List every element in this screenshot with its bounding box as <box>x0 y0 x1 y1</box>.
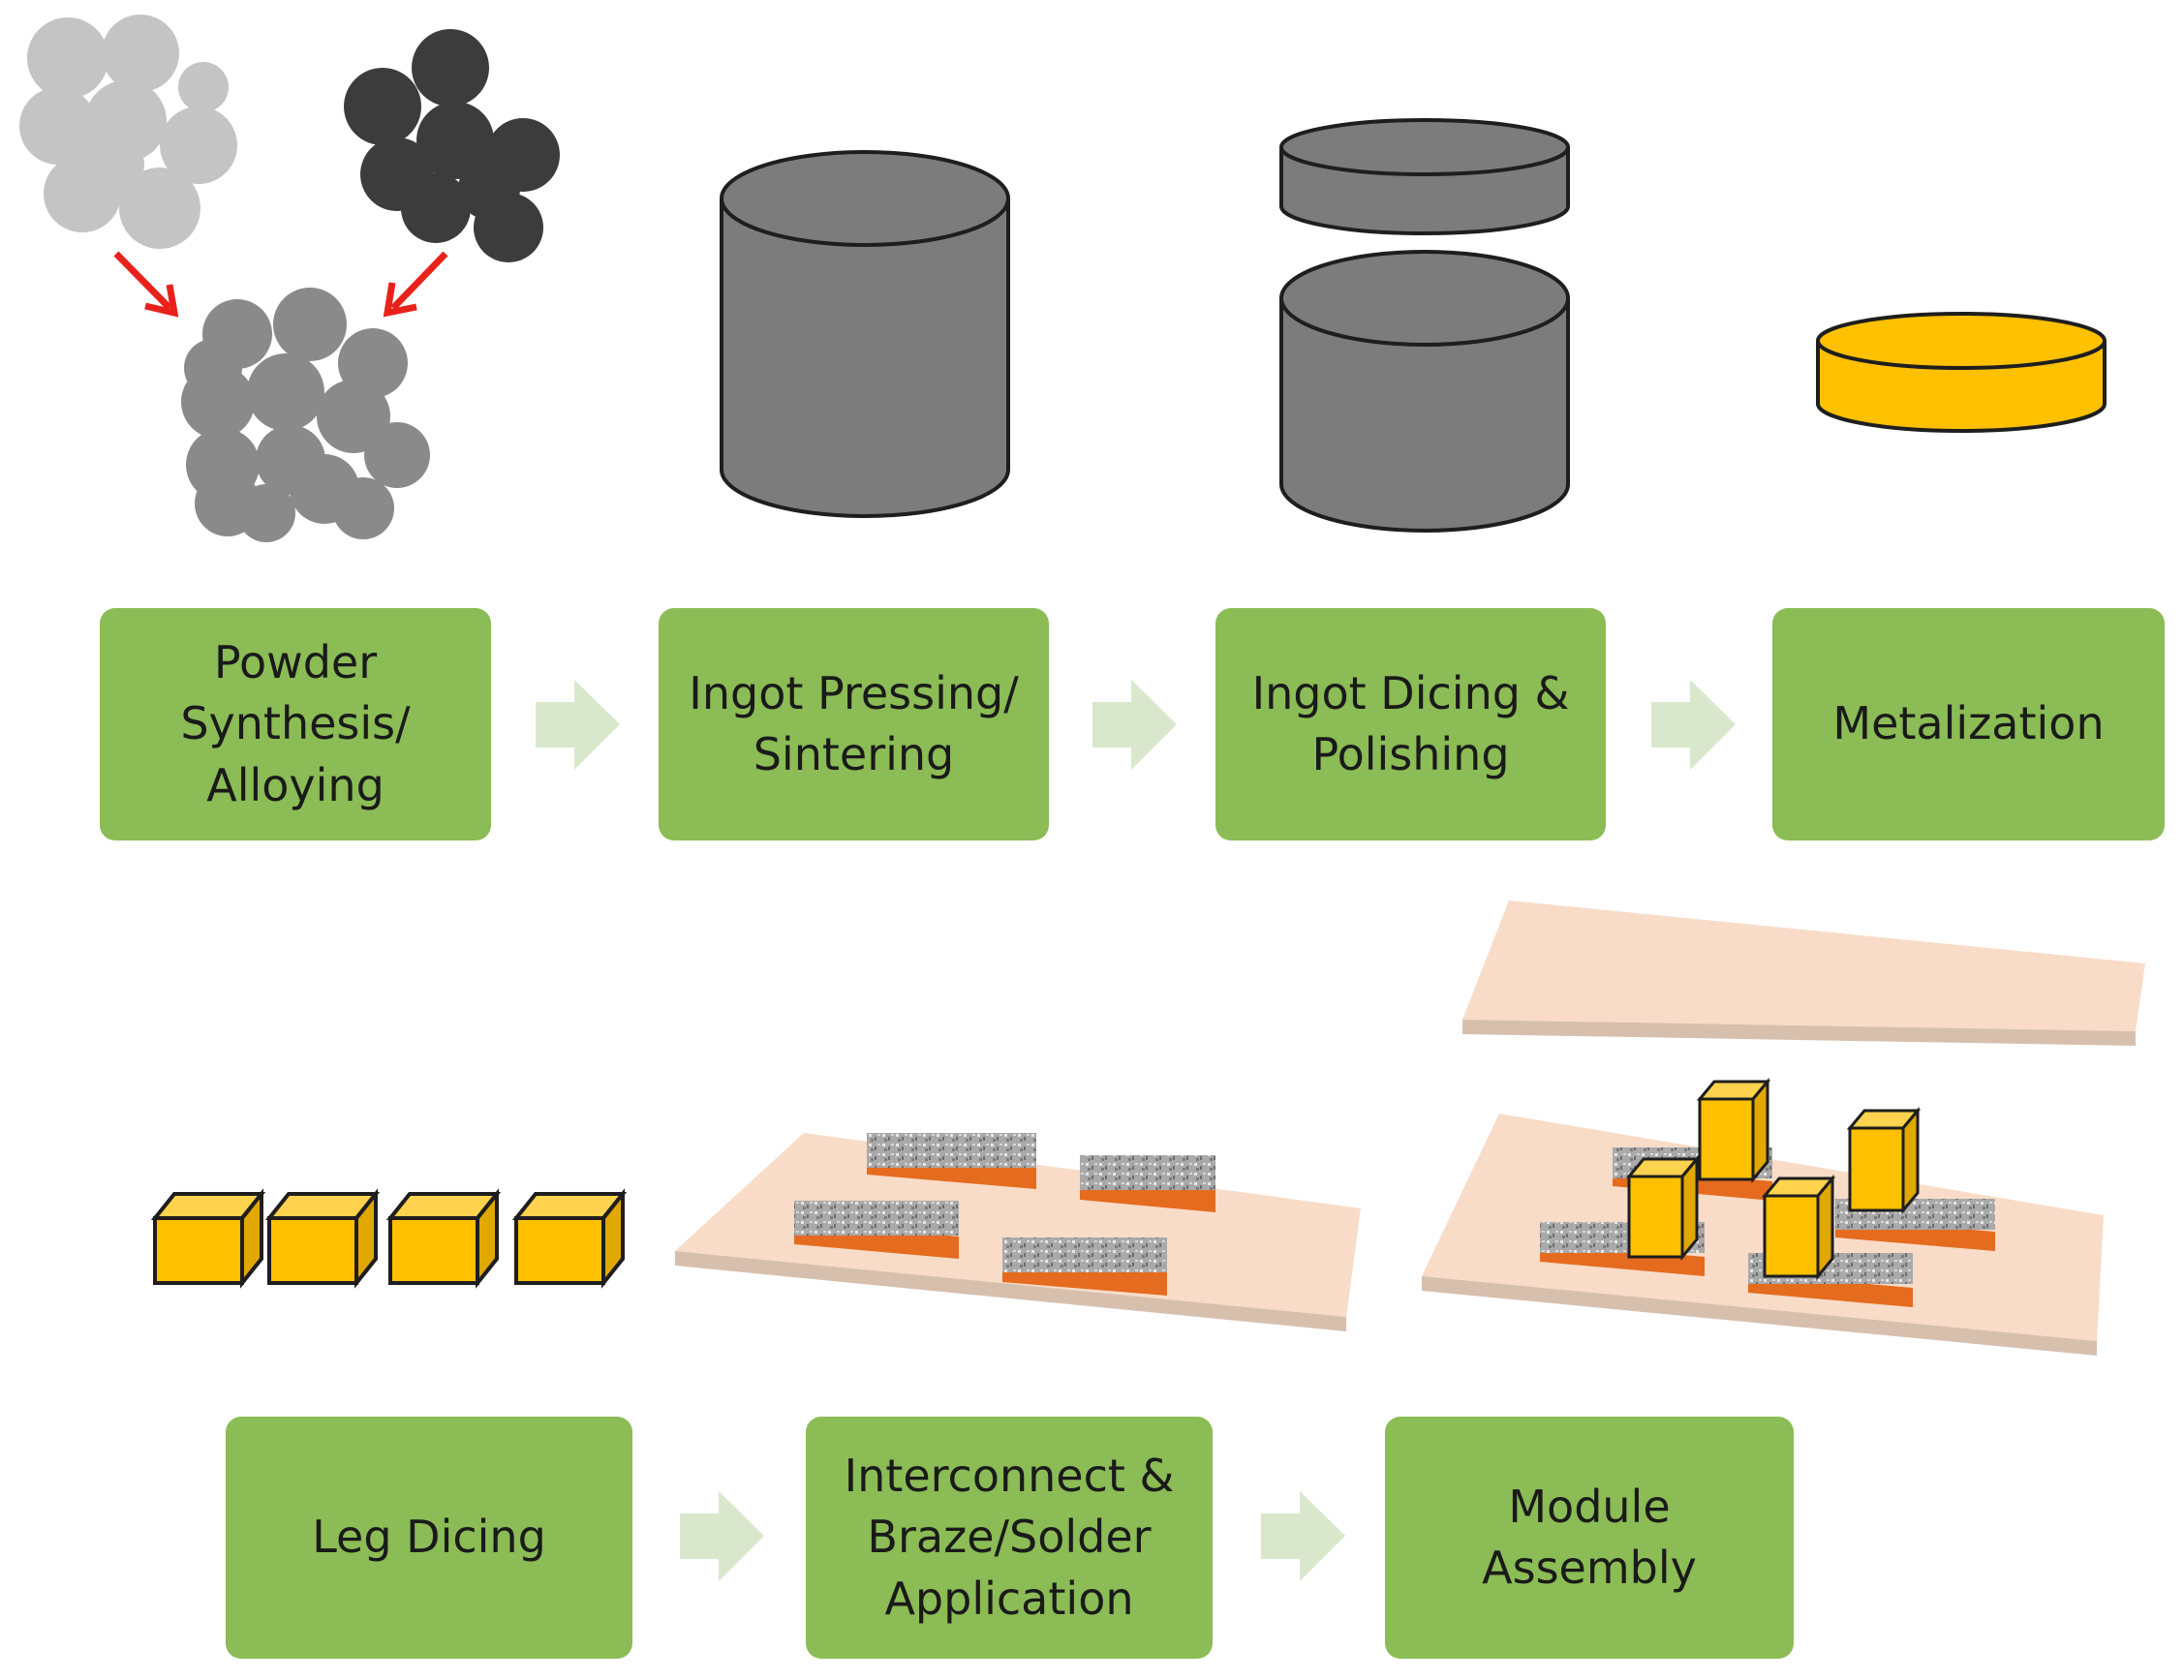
leg-cubes-icon <box>150 1188 628 1289</box>
module-leg <box>1761 1174 1836 1281</box>
solder-pad <box>1002 1237 1167 1296</box>
step-powder-synthesis: Powder Synthesis/ Alloying <box>100 608 491 840</box>
step-ingot-dicing: Ingot Dicing & Polishing <box>1215 608 1606 840</box>
diced-ingot-icon <box>1279 118 1570 533</box>
step-ingot-pressing: Ingot Pressing/ Sintering <box>659 608 1049 840</box>
ingot-cylinder-icon <box>720 150 1010 518</box>
red-arrow-right <box>383 251 448 318</box>
red-arrow-left <box>113 251 179 318</box>
module-assembly-icon <box>1422 901 2145 1356</box>
module-legs <box>1625 1077 1922 1281</box>
step-metalization: Metalization <box>1772 608 2165 840</box>
metalized-disc-icon <box>1816 312 2107 433</box>
step-module-assembly: Module Assembly <box>1385 1417 1794 1659</box>
flow-arrows <box>536 680 1736 1581</box>
module-leg <box>1846 1106 1922 1215</box>
dark-powder-cluster <box>344 29 560 262</box>
solder-pad <box>1080 1155 1215 1212</box>
step-interconnect: Interconnect & Braze/Solder Application <box>806 1417 1213 1659</box>
bottom-ceramic-plate <box>1422 1114 2104 1356</box>
flow-arrow <box>1651 680 1736 770</box>
leg-cube <box>511 1188 628 1289</box>
solder-pad <box>867 1133 1036 1189</box>
flow-arrow <box>1261 1491 1345 1581</box>
step-leg-dicing: Leg Dicing <box>226 1417 632 1659</box>
leg-cube <box>150 1188 266 1289</box>
flow-arrow <box>680 1491 764 1581</box>
leg-cube <box>264 1188 381 1289</box>
flow-arrow <box>536 680 620 770</box>
module-leg <box>1625 1154 1701 1262</box>
interconnect-plate-icon <box>675 1133 1361 1331</box>
leg-cube <box>385 1188 502 1289</box>
solder-pad <box>794 1201 959 1259</box>
mixed-powder-cluster <box>181 288 430 542</box>
flow-arrow <box>1092 680 1177 770</box>
powder-particles-icon <box>19 15 560 542</box>
top-ceramic-plate <box>1462 901 2145 1046</box>
module-leg <box>1696 1077 1771 1184</box>
light-powder-cluster <box>19 15 237 249</box>
